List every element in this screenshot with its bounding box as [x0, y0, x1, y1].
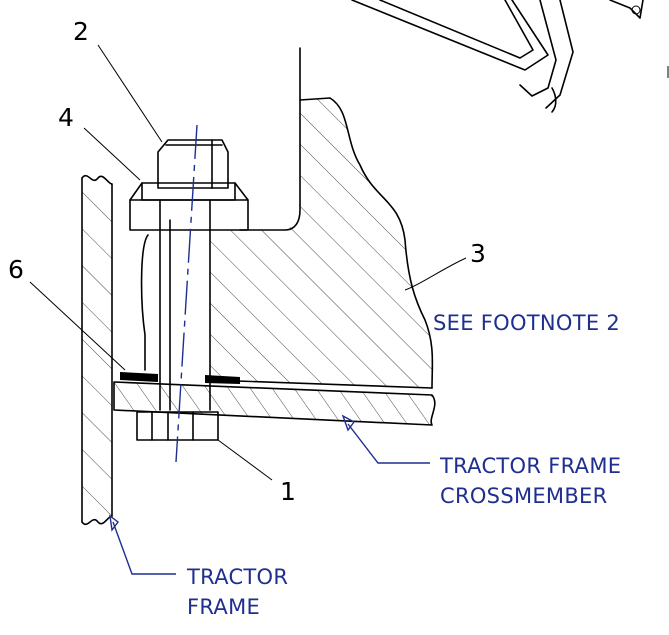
callout-2: 2: [73, 17, 89, 46]
callout-1: 1: [280, 477, 296, 506]
callout-4: 4: [58, 103, 74, 132]
footnote-annotation: SEE FOOTNOTE 2: [433, 311, 620, 335]
callout-3: 3: [470, 239, 486, 268]
callout-leaders: [29, 44, 467, 481]
bolt-centerline: [175, 124, 198, 463]
frame-label-line1: TRACTOR: [186, 565, 288, 589]
crossmember-section: [113, 379, 436, 426]
frame-label-line2: FRAME: [187, 595, 260, 619]
crossmember-label-line1: TRACTOR FRAME: [439, 454, 621, 478]
frame-annotation: TRACTOR FRAME: [109, 514, 288, 619]
tractor-frame-section: [81, 174, 113, 526]
crossmember-annotation: TRACTOR FRAME CROSSMEMBER: [341, 414, 621, 508]
partial-bracket-view: [351, 0, 669, 113]
crossmember-label-line2: CROSSMEMBER: [440, 484, 608, 508]
casting-part-3: [140, 47, 434, 389]
shim-part-6: [120, 372, 240, 384]
callout-6: 6: [8, 255, 24, 284]
